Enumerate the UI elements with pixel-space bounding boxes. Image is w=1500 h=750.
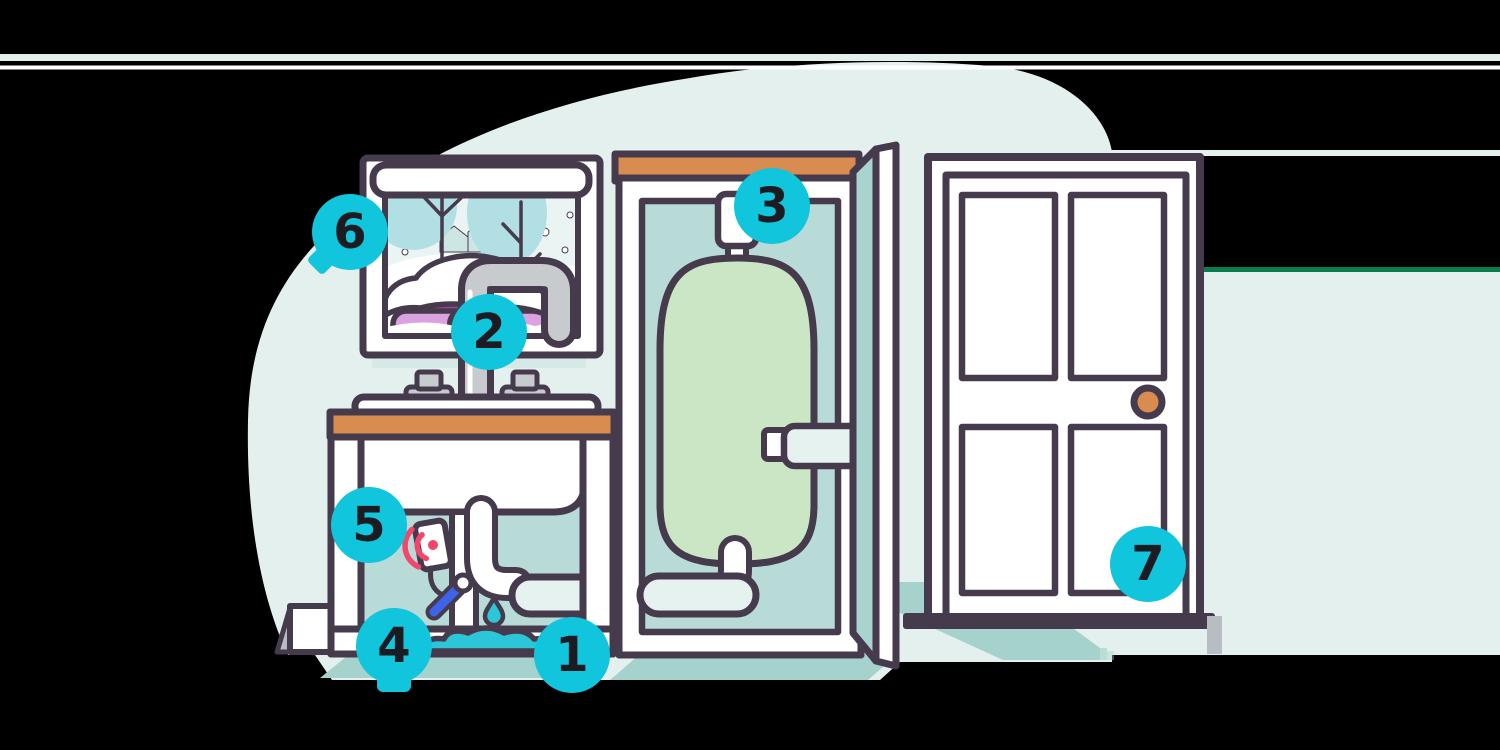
callout-badge-1[interactable]: 1 <box>534 617 610 693</box>
callout-badge-3[interactable]: 3 <box>734 168 810 244</box>
callout-badge-4[interactable]: 4 <box>356 608 432 684</box>
closet-door-open <box>849 141 900 670</box>
callout-badge-7[interactable]: 7 <box>1110 526 1186 602</box>
water-drip-icon <box>482 595 506 628</box>
callout-badge-5[interactable]: 5 <box>331 487 407 563</box>
door-panel <box>958 191 1059 382</box>
threshold-side <box>1207 616 1222 654</box>
tool-icon <box>425 572 474 621</box>
door-knob-icon[interactable] <box>1130 384 1166 420</box>
roller-blind <box>369 161 593 199</box>
door-threshold <box>903 613 1215 629</box>
white-line <box>0 65 1500 70</box>
door-panel <box>1067 191 1168 382</box>
callout-badge-6[interactable]: 6 <box>312 194 388 270</box>
leak-sensor-icon <box>402 517 454 573</box>
cabinet-leg-right <box>579 433 617 658</box>
top-stripes <box>0 54 1500 70</box>
water-heater-icon <box>656 254 818 568</box>
closet-horizontal-pipe <box>636 572 760 618</box>
heater-closet <box>611 141 900 670</box>
callout-badge-2[interactable]: 2 <box>451 294 527 370</box>
green-accent-line <box>1085 267 1500 272</box>
mint-stripe <box>0 54 1500 61</box>
countertop <box>326 408 618 441</box>
door-panel <box>958 423 1059 597</box>
